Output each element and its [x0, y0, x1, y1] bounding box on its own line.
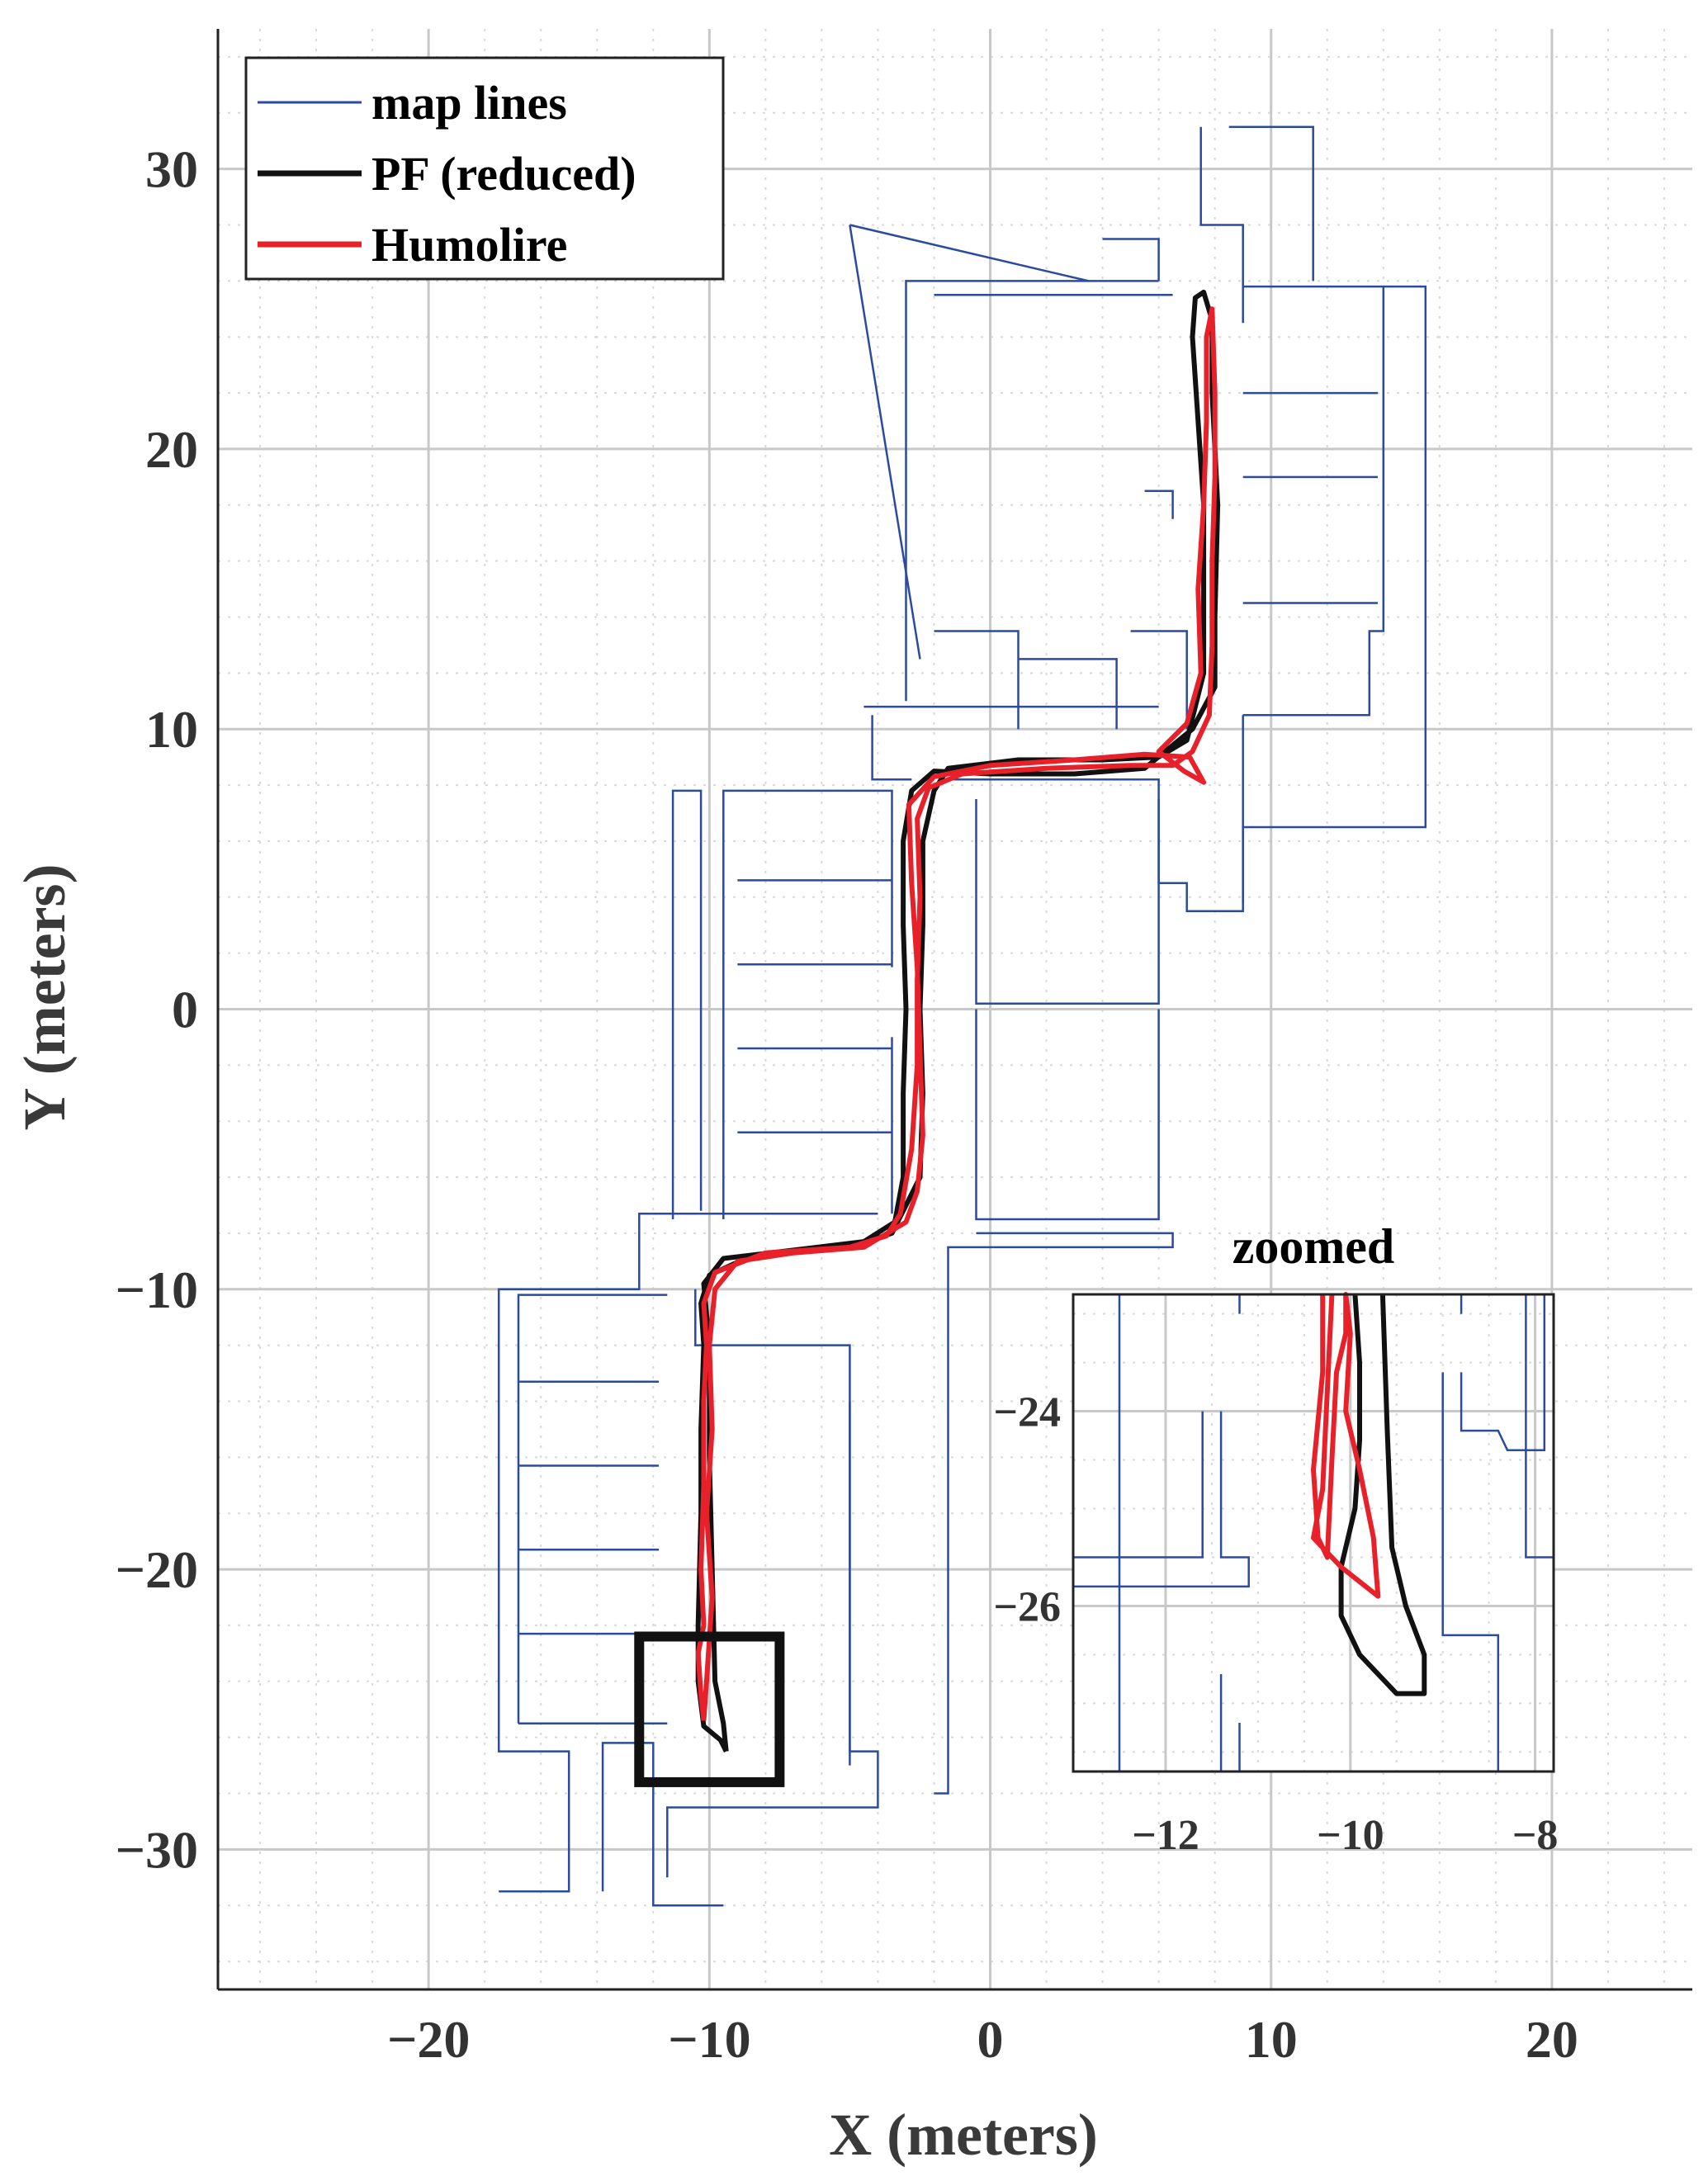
inset-map-line-segment	[1460, 1294, 1546, 1451]
y-tick-label: −10	[116, 1261, 198, 1319]
map-line-segment	[1102, 238, 1160, 281]
inset-zoomed: zoomed −12 −10 −8 −24 −26	[993, 1219, 1558, 1859]
inset-y-tick-labels: −24 −26	[993, 1389, 1061, 1631]
major-grid	[218, 29, 1692, 1989]
map-line-segment	[849, 225, 921, 660]
map-lines-series	[497, 125, 1427, 1907]
y-axis-label: Y (meters)	[12, 863, 78, 1130]
inset-pf-reduced-line	[1338, 1294, 1427, 1696]
y-tick-label: 30	[145, 140, 198, 199]
inset-title: zoomed	[1233, 1219, 1395, 1274]
legend-label-map-lines: map lines	[371, 76, 567, 130]
y-tick-label: −30	[116, 1820, 198, 1879]
inset-x-tick-label: −12	[1132, 1812, 1199, 1859]
inset-y-tick-label: −24	[993, 1389, 1061, 1436]
x-tick-label: −20	[387, 2010, 470, 2069]
inset-x-tick-label: −8	[1512, 1812, 1559, 1859]
x-axis-label: X (meters)	[829, 2102, 1098, 2168]
map-line-segment	[849, 224, 1089, 282]
x-tick-label: −10	[668, 2010, 750, 2069]
inset-y-tick-label: −26	[993, 1583, 1061, 1630]
y-tick-label: −20	[116, 1540, 198, 1599]
axes-frame	[216, 29, 1692, 1991]
inset-x-tick-label: −10	[1317, 1812, 1384, 1859]
map-line-segment	[722, 789, 893, 1219]
inset-pf-reduced	[1338, 1294, 1427, 1696]
inset-x-tick-labels: −12 −10 −8	[1132, 1812, 1558, 1859]
x-tick-label: 10	[1245, 2010, 1298, 2069]
inset-map-line-segment	[1073, 1411, 1250, 1588]
x-tick-label: 0	[977, 2010, 1004, 2069]
map-line-segment	[1144, 490, 1174, 519]
y-tick-labels: −30 −20 −10 0 10 20 30	[116, 140, 198, 1880]
x-tick-labels: −20 −10 0 10 20	[387, 2010, 1578, 2069]
map-line-segment	[871, 715, 912, 781]
legend-label-pf-reduced: PF (reduced)	[371, 147, 636, 201]
inset-humolire-line	[1311, 1292, 1381, 1599]
x-tick-label: 20	[1526, 2010, 1578, 2069]
inset-map-line-segment	[1525, 1294, 1554, 1559]
map-line-segment	[671, 789, 703, 1219]
legend-label-humolire: Humolire	[371, 218, 567, 272]
map-line-segment	[601, 1742, 724, 1907]
map-line-segment	[934, 630, 1020, 730]
map-line-segment	[1130, 630, 1188, 730]
y-tick-label: 10	[145, 700, 198, 759]
map-line-segment	[1242, 285, 1385, 717]
map-line-segment	[975, 1009, 1160, 1221]
inset-humolire	[1311, 1292, 1381, 1599]
inset-frame	[1072, 1293, 1555, 1773]
map-line-segment	[934, 1232, 1174, 1795]
map-line-segment	[905, 280, 1159, 702]
humolire-line	[695, 306, 1218, 1721]
map-line-segment	[1228, 125, 1314, 281]
zoom-highlight-box	[634, 1631, 785, 1787]
inset-map-line-segment	[1073, 1411, 1204, 1559]
legend: map lines PF (reduced) Humolire	[244, 56, 725, 281]
inset-map-lines	[1073, 1294, 1554, 1772]
humolire-series	[695, 306, 1218, 1721]
map-line-segment	[975, 799, 1160, 1005]
map-line-segment	[497, 1212, 878, 1893]
map-line-segment	[666, 1289, 879, 1878]
y-tick-label: 0	[172, 981, 198, 1039]
y-tick-label: 20	[145, 420, 198, 479]
inset-map-line-segment	[1441, 1372, 1500, 1772]
map-line-segment	[517, 1294, 668, 1724]
map-line-segment	[1199, 126, 1244, 324]
